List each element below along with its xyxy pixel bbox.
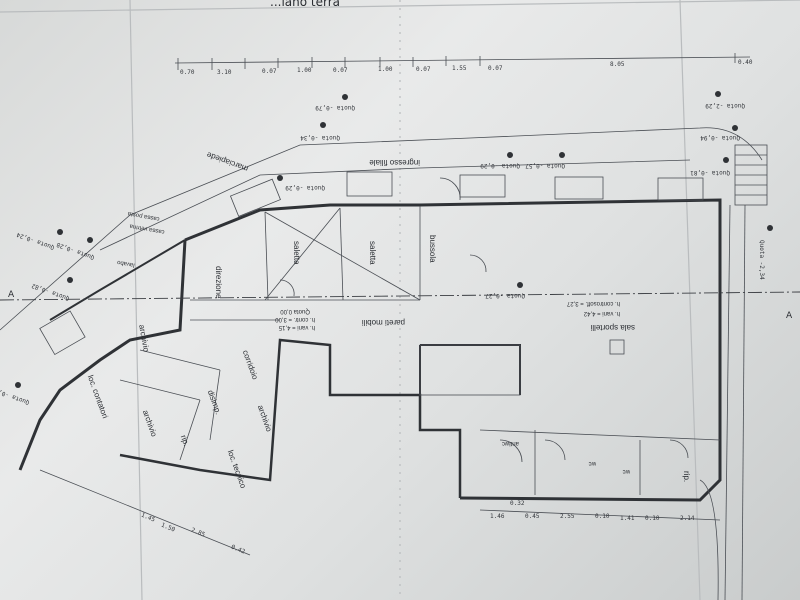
- disimp-label: disimp.: [206, 389, 223, 416]
- saletta-1-label: saletta: [368, 241, 377, 265]
- level-icon: [342, 94, 348, 100]
- level-icon: [320, 122, 326, 128]
- sidewalk-edge: [0, 127, 763, 331]
- level-q027: Quota -0,27: [485, 292, 525, 299]
- loc-contatori-label: loc. contatori: [86, 374, 110, 420]
- dim-bottom-4: 1.46: [490, 513, 505, 520]
- corridoio-label: corridoio: [241, 349, 260, 381]
- level-q034: Quota -0,34: [300, 134, 340, 141]
- level-markers: Quota -0,79 Quota -0,34 Quota -0,29 Quot…: [0, 91, 773, 406]
- dim-bottom-2: 1.50: [160, 522, 176, 534]
- door-swings: [279, 177, 689, 463]
- dim-top-2: 0.07: [262, 68, 277, 75]
- cassa-posta-label: cassa posta: [127, 210, 160, 222]
- sala-sportelli-label: sala sportelli: [590, 323, 635, 332]
- dim-bottom-6: 0.45: [525, 513, 540, 520]
- dim-bottom-1: 1.45: [140, 512, 156, 524]
- level-icon: [57, 229, 63, 235]
- marciapiede-label: marciapiede: [205, 150, 250, 174]
- level-q229: Quota -2,29: [705, 102, 745, 109]
- direz-controsoff-height: h. contr. = 3,00: [274, 316, 315, 322]
- level-q029b: Quota -0,29: [480, 162, 520, 169]
- dim-bottom-0: 2.85: [190, 527, 206, 539]
- dim-top-5: 1.00: [378, 66, 393, 73]
- dim-top-0: 0.70: [180, 69, 195, 76]
- archivio-2-label: archivio: [256, 404, 274, 433]
- top-dimension-line: 0.70 3.10 0.07 1.00 0.07 1.00 0.07 1.55 …: [174, 53, 753, 76]
- level-icon: [87, 237, 93, 243]
- rip-1-label: rip.: [179, 434, 191, 448]
- level-icon: [67, 277, 73, 283]
- title-fragment: ...iano terra: [270, 0, 340, 9]
- level-icon: [723, 157, 729, 163]
- level-q002: Quota -0,02: [0, 386, 30, 406]
- level-q029a: Quota -0,29: [285, 184, 325, 191]
- dim-top-3: 1.00: [297, 67, 312, 74]
- level-icon: [507, 152, 513, 158]
- dim-top-4: 0.07: [333, 67, 348, 74]
- level-icon: [732, 125, 738, 131]
- level-q234: Quota -2,34: [758, 240, 765, 280]
- level-q094: Quota -0,94: [700, 134, 740, 141]
- sidewalk-inner-edge: [99, 159, 691, 251]
- dim-top-6: 0.07: [416, 66, 431, 73]
- sala-vani-height: h. vani = 4,42: [583, 310, 620, 316]
- wc-1-label: wc: [589, 460, 597, 466]
- level-icon: [767, 225, 773, 231]
- pareti-mobili-label: pareti mobili: [362, 318, 405, 327]
- level-icon: [715, 91, 721, 97]
- shop-windows: [39, 171, 704, 356]
- lavabo-label: lavabo: [116, 259, 135, 268]
- dim-bottom-9: 1.41: [620, 515, 635, 522]
- rip-2-label: rip.: [682, 471, 691, 482]
- direzione-label: direzione: [214, 266, 223, 299]
- level-icon: [277, 175, 283, 181]
- level-icon: [559, 152, 565, 158]
- level-icon: [15, 382, 21, 388]
- level-q082: Quota -0,82: [30, 282, 70, 302]
- loc-tecnico-label: loc. tecnico: [226, 449, 248, 490]
- height-notes: h. vani = 4,42 h. controsoff. = 3,27 h. …: [274, 300, 620, 330]
- section-axis: [0, 291, 800, 301]
- ingresso-label: ingresso filiale: [369, 158, 420, 167]
- dim-bottom-10: 0.10: [645, 515, 660, 522]
- dim-bottom-11: 2.14: [680, 515, 695, 522]
- quota-000: Quota 0,00: [280, 308, 310, 314]
- level-q079: Quota -0,79: [315, 104, 355, 111]
- dim-bottom-3: 0.42: [230, 544, 246, 556]
- dim-bottom-8: 0.10: [595, 513, 610, 520]
- dim-top-9: 8.05: [610, 61, 625, 68]
- archivio-3-label: archivio: [141, 409, 159, 438]
- direz-vani-height: h. vani = 4,15: [278, 324, 315, 330]
- antiwc-label: antiwc: [502, 440, 519, 446]
- section-marker-left: A: [8, 290, 15, 300]
- section-marker-right: A: [786, 311, 793, 321]
- dim-bottom-5: 0.32: [510, 500, 525, 507]
- dim-bottom-7: 2.55: [560, 513, 575, 520]
- dim-top-10: 0.40: [738, 59, 753, 66]
- sala-controsoff-height: h. controsoff. = 3,27: [566, 300, 620, 306]
- level-q024: Quota -0,24: [15, 231, 55, 251]
- room-labels: ingresso filiale bussola saletta saletta…: [86, 158, 691, 490]
- interior-partitions: [119, 206, 721, 495]
- level-q057: Quota -0,57: [525, 162, 565, 169]
- dim-top-1: 3.10: [217, 69, 232, 76]
- bussola-label: bussola: [428, 235, 437, 263]
- dim-top-7: 1.55: [452, 65, 467, 72]
- stairs: [699, 144, 768, 600]
- level-icon: [517, 282, 523, 288]
- wc-2-label: wc: [623, 468, 631, 474]
- bottom-dimension-line: 2.85 1.45 1.50 0.42 1.46 0.32 0.45 2.55 …: [39, 469, 721, 556]
- saletta-2-label: saletta: [292, 241, 301, 265]
- level-q081: Quota -0,81: [690, 169, 730, 176]
- dim-top-8: 0.07: [488, 65, 503, 72]
